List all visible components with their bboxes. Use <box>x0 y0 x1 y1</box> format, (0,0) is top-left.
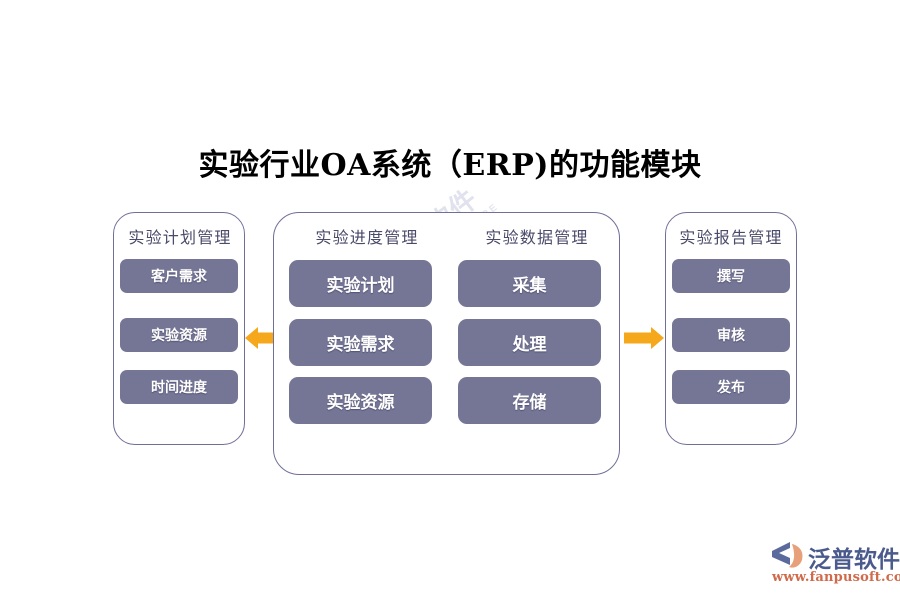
module-pill-report-2[interactable]: 审核 <box>672 318 790 352</box>
module-pill-data-3[interactable]: 存储 <box>458 377 601 424</box>
module-pill-report-1[interactable]: 撰写 <box>672 259 790 293</box>
page-title: 实验行业OA系统（ERP)的功能模块 <box>198 148 702 183</box>
module-pill-report-3[interactable]: 发布 <box>672 370 790 404</box>
module-pill-plan-2[interactable]: 实验资源 <box>120 318 238 352</box>
group-header-report: 实验报告管理 <box>679 228 783 247</box>
brand-logo-cn-text: 泛普软件 <box>808 547 900 573</box>
group-header-plan: 实验计划管理 <box>128 228 232 247</box>
module-pill-progress-1[interactable]: 实验计划 <box>289 260 432 307</box>
brand-logo-url-text: www.fanpusoft.com <box>772 570 900 585</box>
brand-logo-icon <box>772 542 803 568</box>
module-pill-progress-3[interactable]: 实验资源 <box>289 377 432 424</box>
module-pill-plan-3[interactable]: 时间进度 <box>120 370 238 404</box>
module-pill-data-2[interactable]: 处理 <box>458 319 601 366</box>
group-header-progress: 实验进度管理 <box>315 228 419 247</box>
module-pill-progress-2[interactable]: 实验需求 <box>289 319 432 366</box>
brand-logo: 泛普软件 www.fanpusoft.com <box>770 540 900 590</box>
module-pill-plan-1[interactable]: 客户需求 <box>120 259 238 293</box>
arrow-right-icon <box>624 327 664 349</box>
module-pill-data-1[interactable]: 采集 <box>458 260 601 307</box>
group-header-data: 实验数据管理 <box>485 228 589 247</box>
